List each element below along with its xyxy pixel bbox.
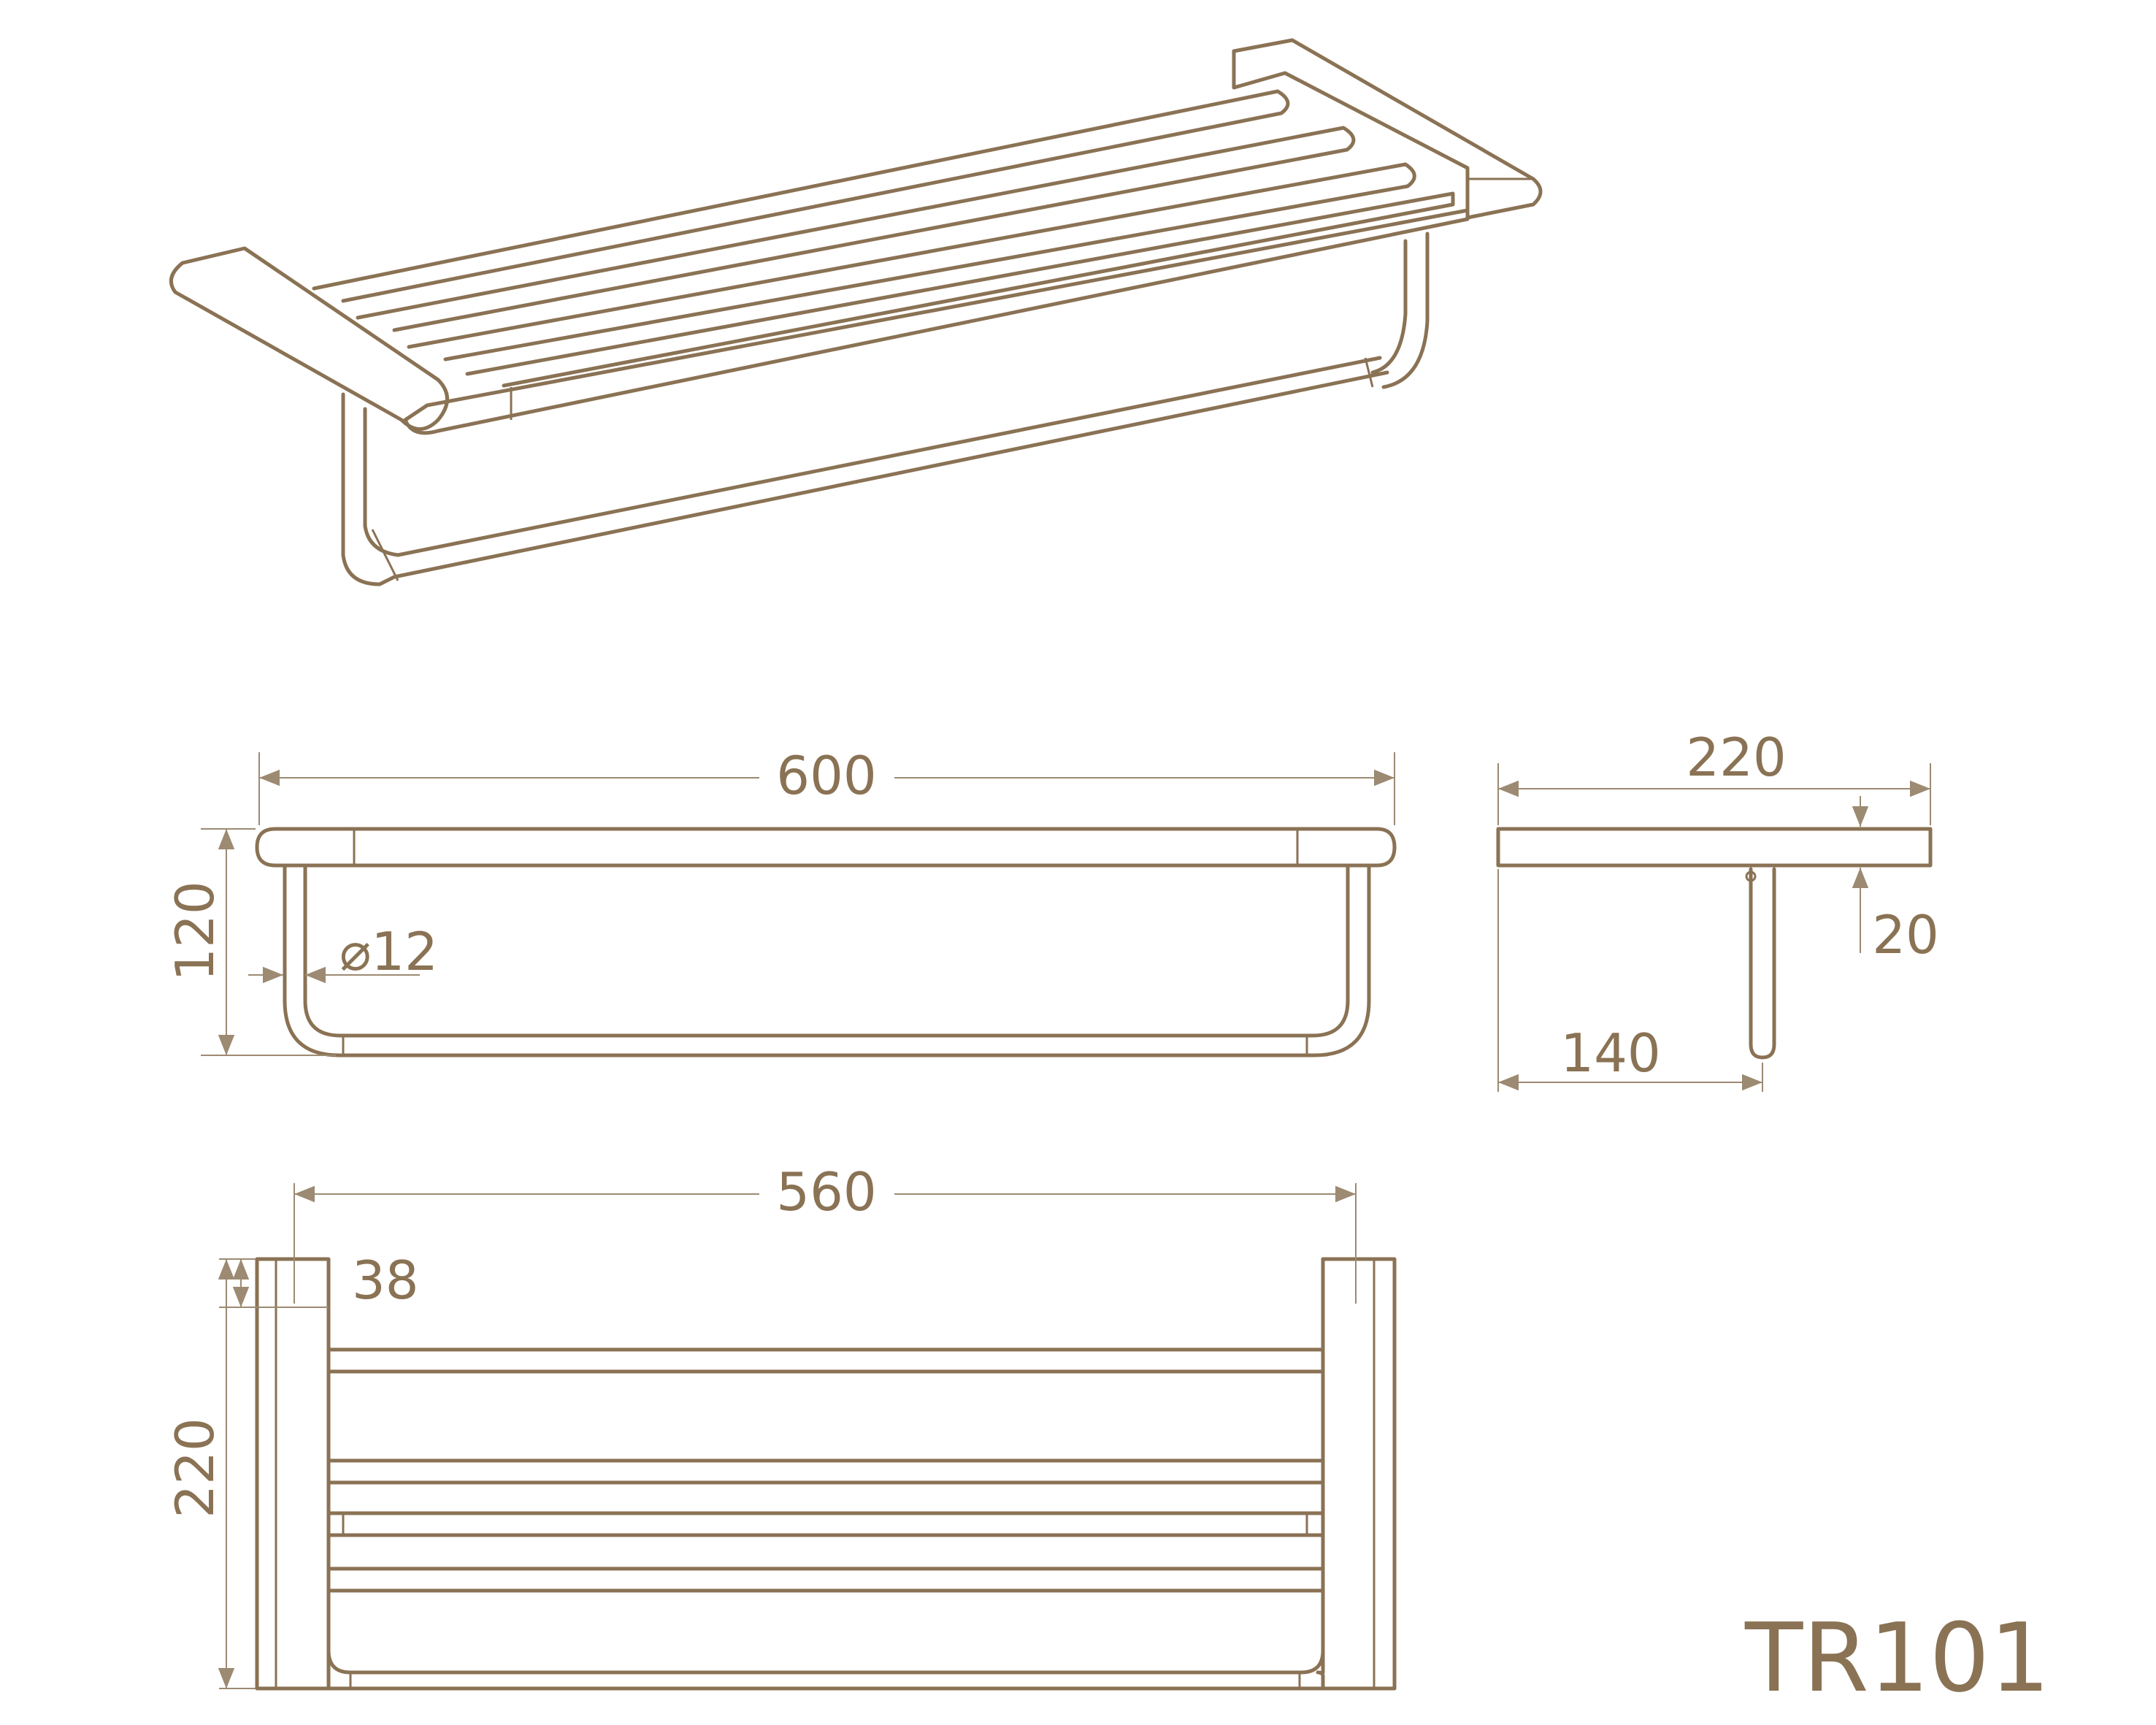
dim-front-height: 120 (164, 881, 226, 981)
top-front-rail (326, 1480, 1325, 1675)
top-bar-2 (326, 1458, 1325, 1485)
dim-front-width: 600 (776, 745, 876, 806)
side-plate (1496, 827, 1933, 868)
side-view: 220 20 140 (1496, 727, 1939, 1092)
dim-top-inner-width: 560 (776, 1161, 876, 1223)
dim-bar-diameter: ⌀12 (339, 921, 438, 982)
dim-top-bracket-width: 38 (352, 1250, 419, 1311)
top-bar-3 (326, 1511, 1325, 1537)
top-bar-1 (326, 1347, 1325, 1374)
dim-side-thickness: 20 (1872, 904, 1939, 965)
model-code: TR101 (1744, 1602, 2050, 1713)
front-view: 600 120 ⌀12 (164, 745, 1397, 1057)
dim-top-depth: 220 (164, 1418, 226, 1518)
dim-side-depth: 220 (1686, 727, 1786, 788)
front-top-rail (255, 827, 1397, 868)
top-left-bracket (255, 1257, 331, 1691)
top-right-bracket (1316, 1257, 1397, 1691)
top-bar-4 (326, 1567, 1325, 1593)
top-view: 560 38 220 (164, 1161, 1397, 1691)
dim-side-bar-offset: 140 (1560, 1022, 1660, 1084)
isometric-view (169, 38, 1543, 586)
front-towel-bar (283, 863, 1371, 1057)
side-leg (1749, 867, 1776, 1060)
